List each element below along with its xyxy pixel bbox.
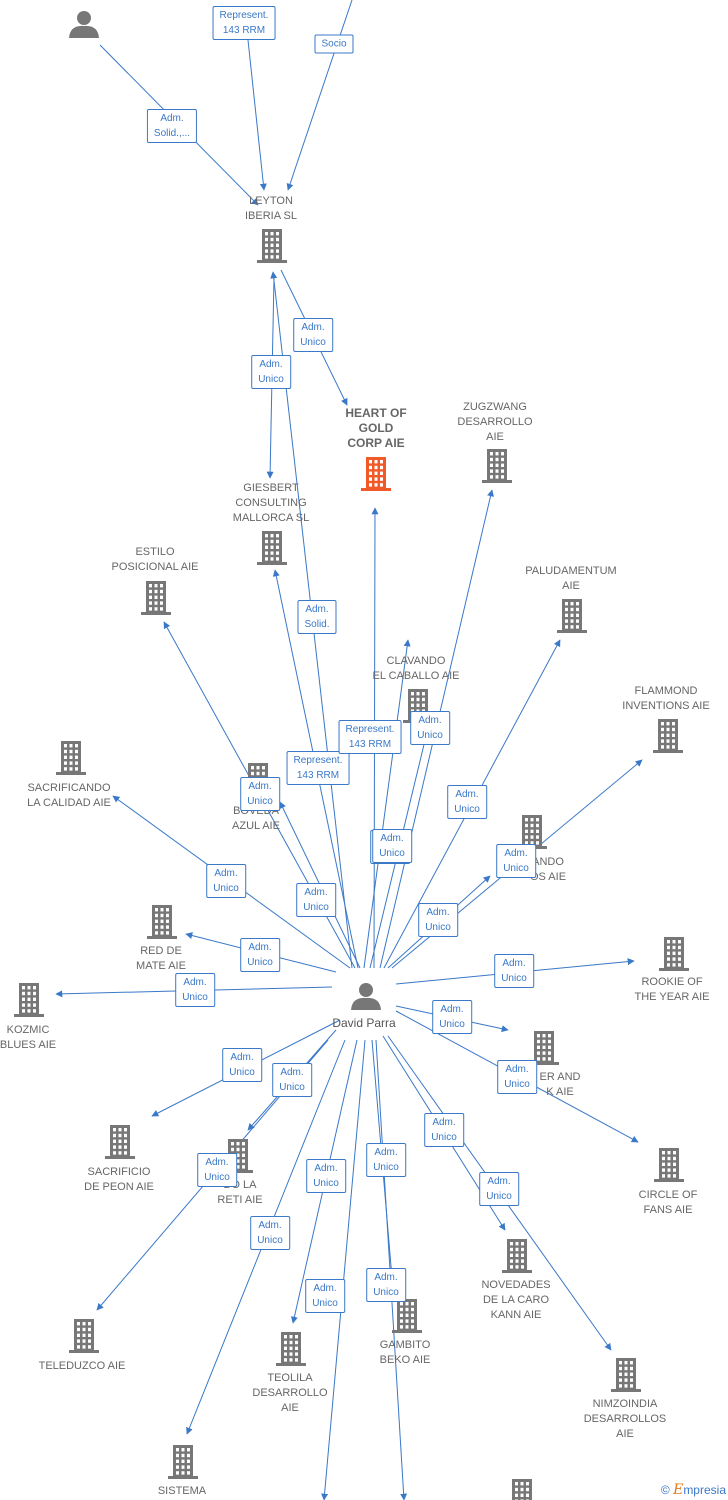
node-label[interactable]: ESTILO POSICIONAL AIE	[111, 546, 199, 573]
icons-layer	[14, 11, 689, 1500]
building-icon[interactable]	[482, 449, 512, 483]
building-icon[interactable]	[659, 937, 689, 971]
edge-relation-badge[interactable]: Adm. Solid.	[297, 600, 337, 634]
edge-relation-badge[interactable]: Adm. Unico	[479, 1172, 519, 1206]
node-label[interactable]: CIRCLE OF FANS AIE	[638, 1189, 698, 1216]
node-label[interactable]: DO LA RETI AIE	[217, 1179, 263, 1206]
edge-relation-badge[interactable]: Adm. Unico	[251, 355, 291, 389]
edge-relation-badge[interactable]: Adm. Unico	[497, 1060, 537, 1094]
edge-relation-badge[interactable]: Adm. Unico	[240, 777, 280, 811]
node-label[interactable]: KOZMIC BLUES AIE	[0, 1024, 57, 1051]
building-icon[interactable]	[105, 1125, 135, 1159]
node-label[interactable]: TELEDUZCO AIE	[38, 1360, 126, 1372]
node-label[interactable]: ANDO OS AIE	[529, 856, 567, 883]
building-icon[interactable]	[257, 531, 287, 565]
edge-line	[247, 39, 267, 191]
node-label[interactable]: ZUGZWANG DESARROLLO AIE	[457, 401, 533, 443]
brand-logo-letter: E	[673, 1482, 684, 1498]
edge-relation-badge[interactable]: Adm. Unico	[222, 1048, 262, 1082]
building-icon[interactable]	[392, 1299, 422, 1333]
node-label[interactable]: NOVEDADES DE LA CARO KANN AIE	[481, 1279, 551, 1321]
node-label[interactable]: LEYTON IBERIA SL	[245, 195, 297, 222]
building-icon[interactable]	[141, 581, 171, 615]
edge-line	[321, 1039, 366, 1500]
building-icon[interactable]	[56, 741, 86, 775]
edge-relation-badge[interactable]: Adm. Unico	[424, 1113, 464, 1147]
node-label[interactable]: RED DE MATE AIE	[136, 945, 186, 972]
edge-relation-badge[interactable]: Adm. Unico	[496, 844, 536, 878]
building-icon[interactable]	[69, 1319, 99, 1353]
edge-relation-badge[interactable]: Represent. 143 RRM	[212, 6, 276, 40]
building-icon[interactable]	[147, 905, 177, 939]
node-label[interactable]: CLAVANDO EL CABALLO AIE	[372, 655, 460, 682]
edge-relation-badge[interactable]: Adm. Unico	[447, 785, 487, 819]
node-label[interactable]: NIMZOINDIA DESARROLLOS AIE	[583, 1398, 667, 1440]
building-icon[interactable]	[557, 599, 587, 633]
edge-relation-badge[interactable]: Adm. Unico	[410, 711, 450, 745]
node-label[interactable]: GIESBERT CONSULTING MALLORCA SL	[232, 482, 310, 524]
building-icon[interactable]	[507, 1479, 537, 1500]
edge-relation-badge[interactable]: Adm. Unico	[366, 1143, 406, 1177]
building-icon[interactable]	[257, 229, 287, 263]
brand-name: mpresia	[683, 1483, 726, 1497]
node-label[interactable]: David Parra	[332, 1016, 396, 1030]
edge-relation-badge[interactable]: Adm. Unico	[372, 829, 412, 863]
edge-relation-badge[interactable]: Adm. Unico	[306, 1159, 346, 1193]
person-icon[interactable]	[69, 11, 99, 38]
node-label[interactable]: PALUDAMENTUM AIE	[525, 565, 617, 592]
edge-relation-badge[interactable]: Adm. Unico	[366, 1268, 406, 1302]
node-label[interactable]: ROOKIE OF THE YEAR AIE	[634, 976, 710, 1003]
person-icon[interactable]	[351, 983, 381, 1010]
edge-relation-badge[interactable]: Adm. Unico	[206, 864, 246, 898]
edge-relation-badge[interactable]: Adm. Unico	[272, 1063, 312, 1097]
edge-relation-badge[interactable]: Adm. Unico	[296, 883, 336, 917]
node-label[interactable]: SACRIFICANDO LA CALIDAD AIE	[27, 782, 111, 809]
building-icon[interactable]	[276, 1332, 306, 1366]
node-label[interactable]: ER AND K AIE	[539, 1071, 581, 1098]
edge-relation-badge[interactable]: Adm. Unico	[240, 938, 280, 972]
edge-relation-badge[interactable]: Adm. Unico	[250, 1216, 290, 1250]
building-icon[interactable]	[529, 1031, 559, 1065]
edge-relation-badge[interactable]: Represent. 143 RRM	[286, 751, 350, 785]
node-label[interactable]: SISTEMA	[157, 1485, 207, 1497]
building-icon[interactable]	[502, 1239, 532, 1273]
building-icon[interactable]	[168, 1445, 198, 1479]
edge-line	[363, 639, 411, 969]
building-icon[interactable]	[611, 1358, 641, 1392]
building-icon[interactable]	[361, 457, 391, 491]
copyright-symbol: ©	[660, 1483, 670, 1497]
node-label[interactable]: FLAMMOND INVENTIONS AIE	[622, 685, 710, 712]
edge-relation-badge[interactable]: Adm. Unico	[305, 1279, 345, 1313]
edge-relation-badge[interactable]: Adm. Unico	[293, 318, 333, 352]
edge-line	[286, 0, 353, 191]
building-icon[interactable]	[654, 1148, 684, 1182]
edge-relation-badge[interactable]: Represent. 143 RRM	[338, 720, 402, 754]
building-icon[interactable]	[653, 719, 683, 753]
edge-relation-badge[interactable]: Adm. Unico	[432, 1000, 472, 1034]
brand-footer[interactable]: © Empresia	[661, 1482, 726, 1498]
building-icon[interactable]	[14, 983, 44, 1017]
edge-relation-badge[interactable]: Adm. Unico	[197, 1153, 237, 1187]
edge-relation-badge[interactable]: Adm. Unico	[494, 954, 534, 988]
edge-relation-badge[interactable]: Adm. Solid.,...	[146, 109, 198, 143]
node-label[interactable]: TEOLILA DESARROLLO AIE	[252, 1372, 328, 1414]
building-icon[interactable]	[517, 815, 547, 849]
node-label[interactable]: HEART OF GOLD CORP AIE	[345, 406, 407, 450]
node-label[interactable]: GAMBITO BEKO AIE	[379, 1339, 431, 1366]
node-label[interactable]: SACRIFICIO DE PEON AIE	[84, 1166, 154, 1193]
edge-relation-badge[interactable]: Socio	[314, 34, 354, 54]
edge-relation-badge[interactable]: Adm. Unico	[418, 903, 458, 937]
edge-relation-badge[interactable]: Adm. Unico	[175, 973, 215, 1007]
